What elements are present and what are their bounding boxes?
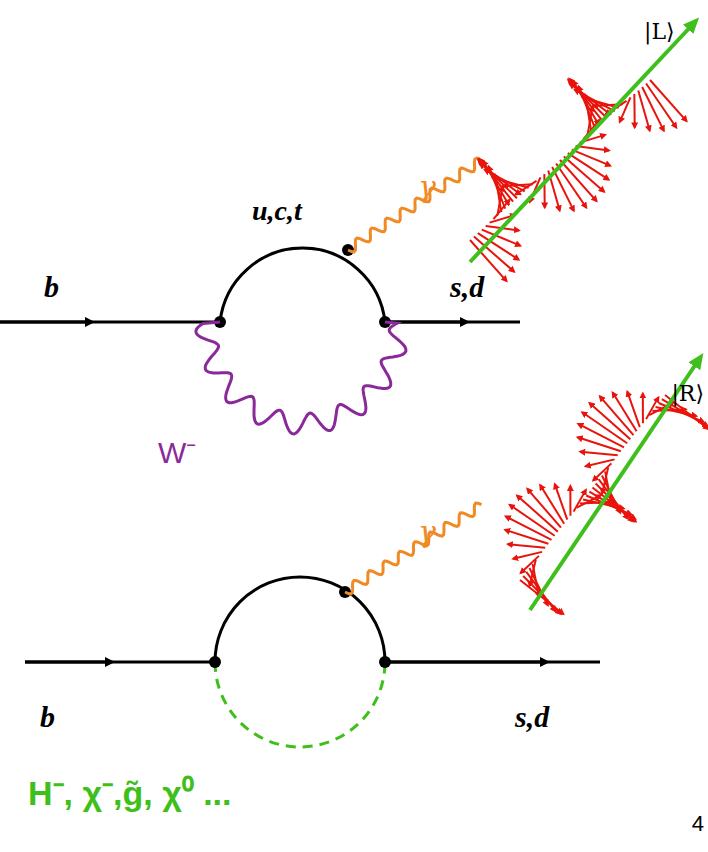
particle-label: s,d [450,270,484,303]
polarisation-arrow [505,530,548,544]
photon-line [348,158,480,252]
fermion-line [0,248,520,322]
polarisation-arrow [572,150,610,166]
polarisation-arrow [613,393,637,432]
particle-label: s,d [515,700,549,733]
particle-label: γ [418,170,436,203]
polarisation-arrow [513,552,542,559]
vertex-dot [214,244,391,328]
polarisation-arrow [527,489,561,528]
polarisation-arrow [564,157,604,192]
polarisation-arrow [578,437,621,451]
polarisation-arrow [586,459,615,466]
polarisation-arrow [600,396,634,435]
polarisation-arrow [633,94,635,128]
new-physics-label: H⁻, χ⁻,g̃, χ⁰ ... [28,775,232,812]
photon-line [345,503,482,594]
scalar-propagator [215,662,385,747]
particle-label: u,c,t [252,196,302,227]
particle-label: γ [418,515,436,548]
polarisation-arrow [540,485,564,524]
fermion-line [25,577,600,662]
vertex-dot [209,586,391,668]
polarisation-arrow [508,544,545,548]
w-boson-line [196,322,406,434]
particle-label: b [44,270,59,303]
particle-label: b [40,700,55,733]
polarisation-arrow [580,452,617,456]
page-number: 4 [692,812,704,836]
polarisation-arrow [593,463,611,480]
polarisation-arrow [521,556,539,573]
state-label: |L⟩ [644,20,675,44]
polarisation-arrow [569,486,571,516]
polarisation-arrow [627,392,639,427]
polarisation-arrow [555,484,567,519]
particle-label: W⁻ [158,436,196,469]
state-label: |R⟩ [671,382,704,406]
momentum-arrow [470,22,695,262]
polarisation-arrow [642,393,644,423]
polarisation-arrow [650,80,687,121]
